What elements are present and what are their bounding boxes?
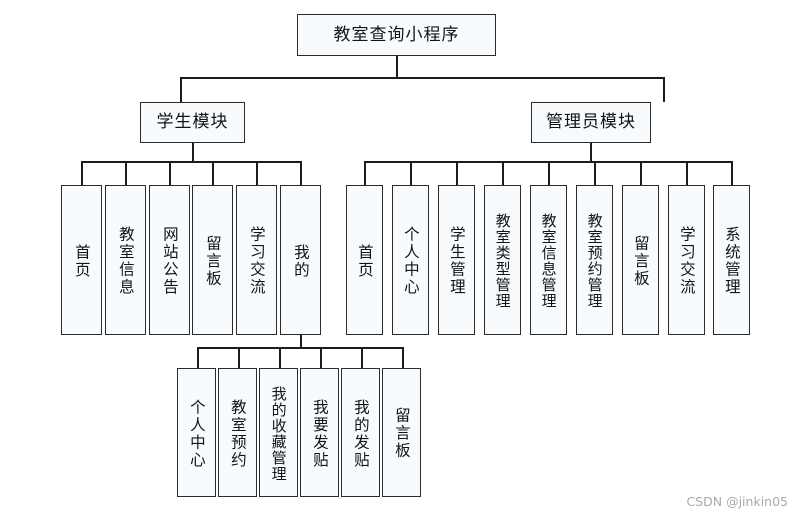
connector-admin-drop-5 — [548, 161, 550, 185]
connector-admin-drop-2 — [410, 161, 412, 185]
node-admin-xitong-guanli[interactable]: 系统管理 — [713, 185, 750, 335]
connector-admin-module-drop — [663, 77, 665, 102]
node-admin-module[interactable]: 管理员模块 — [531, 102, 651, 143]
node-student-shouye[interactable]: 首页 — [61, 185, 102, 335]
node-mine-woyao-fatie[interactable]: 我要发贴 — [300, 368, 339, 497]
connector-mine-bus — [197, 347, 403, 349]
connector-admin-stem — [590, 143, 592, 162]
node-mine-shoucang-guanli[interactable]: 我的收藏管理 — [259, 368, 298, 497]
connector-admin-drop-6 — [594, 161, 596, 185]
connector-student-drop-3 — [169, 161, 171, 185]
node-mine-wode-fatie[interactable]: 我的发贴 — [341, 368, 380, 497]
node-root[interactable]: 教室查询小程序 — [297, 14, 496, 56]
node-student-wode[interactable]: 我的 — [280, 185, 321, 335]
connector-admin-drop-8 — [686, 161, 688, 185]
node-mine-liuyanban[interactable]: 留言板 — [382, 368, 421, 497]
connector-mine-stem — [300, 335, 302, 348]
node-admin-xuexi-jiaoliu[interactable]: 学习交流 — [668, 185, 705, 335]
node-student-xuexi-jiaoliu[interactable]: 学习交流 — [236, 185, 277, 335]
connector-admin-drop-9 — [731, 161, 733, 185]
connector-student-drop-6 — [300, 161, 302, 185]
node-student-jiaoshi-xinxi[interactable]: 教室信息 — [105, 185, 146, 335]
connector-mine-drop-5 — [361, 347, 363, 368]
node-admin-jiaoshi-xinxi-guanli[interactable]: 教室信息管理 — [530, 185, 567, 335]
connector-mine-drop-4 — [320, 347, 322, 368]
node-student-module[interactable]: 学生模块 — [140, 102, 245, 143]
connector-student-stem — [192, 143, 194, 162]
node-mine-jiaoshi-yuyue[interactable]: 教室预约 — [218, 368, 257, 497]
node-mine-geren-zhongxin[interactable]: 个人中心 — [177, 368, 216, 497]
connector-mine-drop-6 — [402, 347, 404, 368]
node-admin-shouye[interactable]: 首页 — [346, 185, 383, 335]
connector-admin-bus — [364, 161, 731, 163]
connector-student-module-drop — [180, 77, 182, 102]
node-student-wangzhan-gonggao[interactable]: 网站公告 — [149, 185, 190, 335]
node-admin-xuesheng-guanli[interactable]: 学生管理 — [438, 185, 475, 335]
node-admin-liuyanban[interactable]: 留言板 — [622, 185, 659, 335]
connector-mine-drop-2 — [238, 347, 240, 368]
csdn-watermark: CSDN @jinkin05 — [686, 494, 788, 509]
node-admin-jiaoshi-leixing-guanli[interactable]: 教室类型管理 — [484, 185, 521, 335]
connector-admin-drop-7 — [640, 161, 642, 185]
connector-mine-drop-3 — [279, 347, 281, 368]
connector-admin-drop-4 — [502, 161, 504, 185]
connector-root-stem — [396, 55, 398, 78]
connector-mine-drop-1 — [197, 347, 199, 368]
connector-student-drop-2 — [125, 161, 127, 185]
connector-student-drop-4 — [212, 161, 214, 185]
node-admin-geren-zhongxin[interactable]: 个人中心 — [392, 185, 429, 335]
connector-student-bus — [81, 161, 301, 163]
connector-admin-drop-1 — [364, 161, 366, 185]
connector-student-drop-1 — [81, 161, 83, 185]
connector-top-bus — [180, 77, 665, 79]
connector-student-drop-5 — [256, 161, 258, 185]
node-admin-jiaoshi-yuyue-guanli[interactable]: 教室预约管理 — [576, 185, 613, 335]
node-student-liuyanban[interactable]: 留言板 — [192, 185, 233, 335]
connector-admin-drop-3 — [456, 161, 458, 185]
